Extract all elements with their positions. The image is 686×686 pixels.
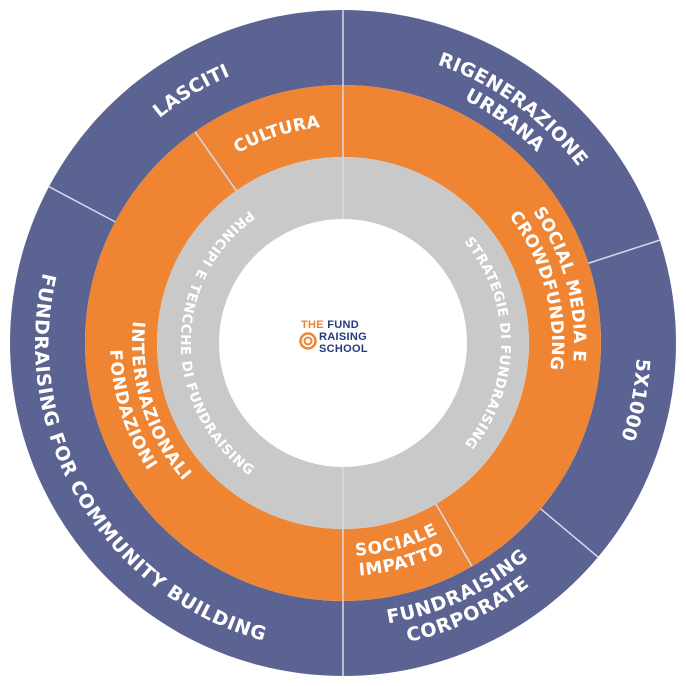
middle-ring-segment — [195, 85, 343, 191]
fundraising-school-logo: THE FUND RAISING SCHOOL — [293, 318, 403, 368]
wheel-segments — [10, 10, 676, 677]
middle-ring-divider — [194, 131, 237, 192]
middle-ring-divider — [435, 503, 473, 567]
logo-fund: FUND — [327, 319, 360, 331]
spiral-icon — [299, 332, 317, 350]
outer-ring-divider — [48, 186, 116, 223]
inner-ring-segment — [343, 157, 529, 529]
outer-ring-segment — [540, 240, 676, 558]
middle-ring-segment — [85, 131, 344, 601]
logo-raising: RAISING — [319, 331, 367, 343]
outer-ring-segment — [343, 508, 599, 676]
middle-ring-segment — [343, 85, 601, 567]
outer-ring-segment — [48, 10, 343, 222]
middle-ring-segment — [343, 504, 472, 601]
logo-the: THE — [301, 319, 324, 331]
outer-ring-segment — [343, 10, 660, 264]
outer-ring-divider — [540, 508, 599, 558]
inner-ring-segment — [157, 157, 343, 529]
outer-ring-segment — [10, 186, 343, 677]
wheel-dividers — [48, 10, 660, 676]
logo-school: SCHOOL — [319, 343, 368, 355]
center-hole — [281, 281, 405, 405]
outer-ring-divider — [588, 239, 660, 264]
